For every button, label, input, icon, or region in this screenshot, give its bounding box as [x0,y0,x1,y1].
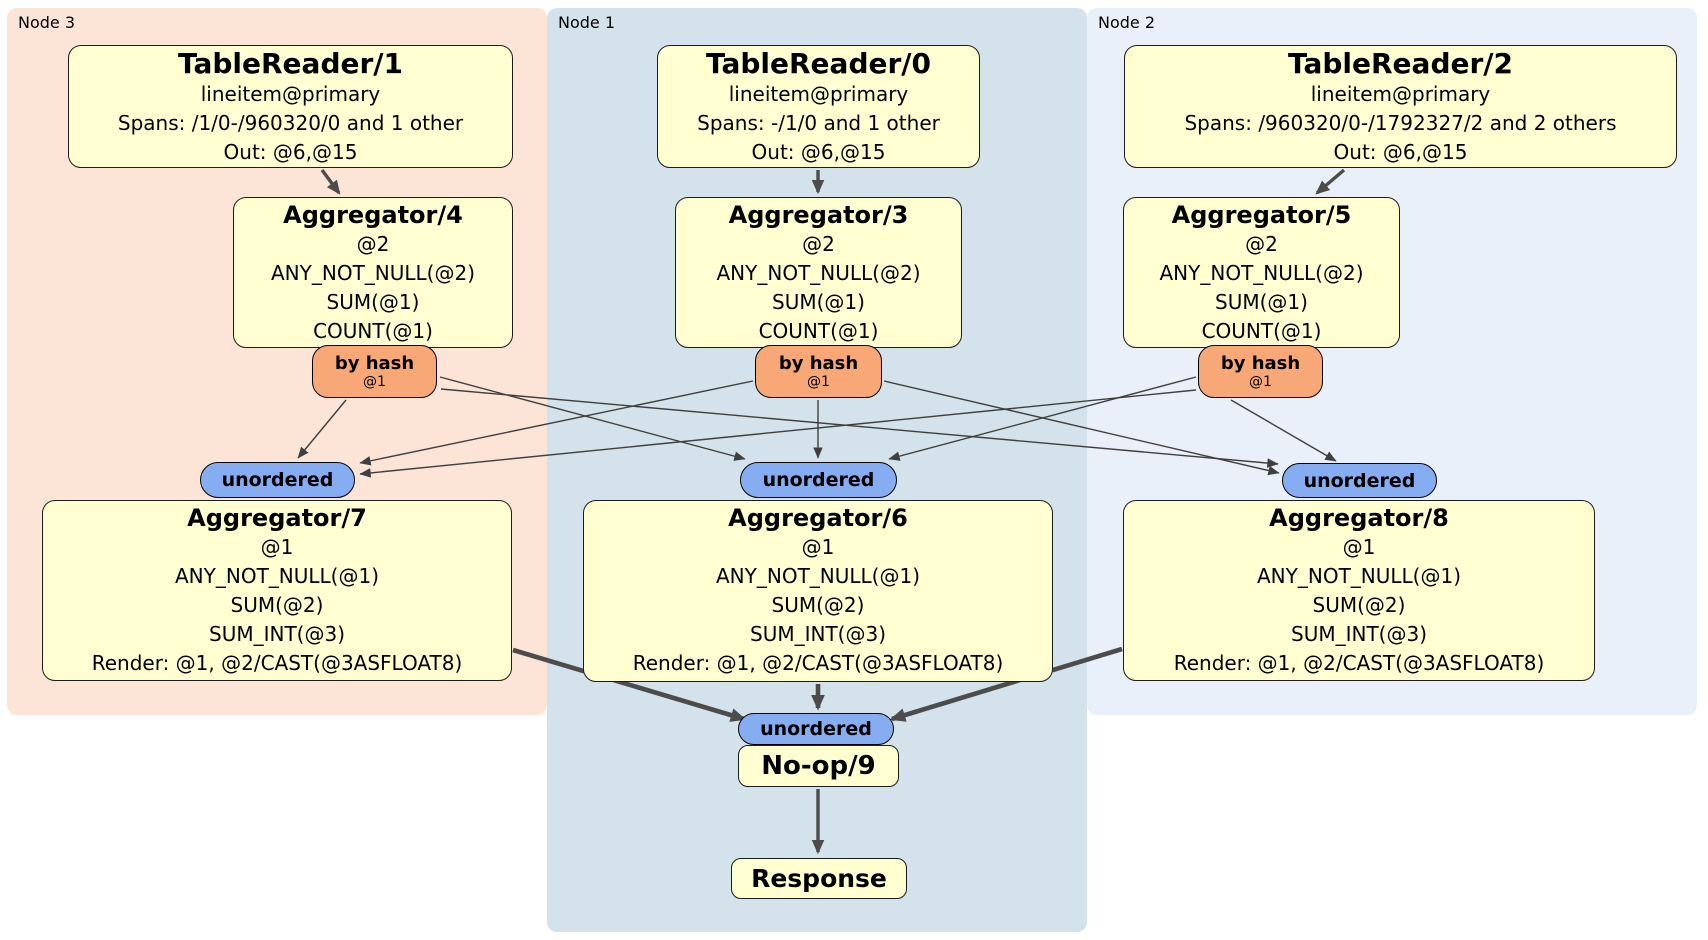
aggregator-5-group: @2 [1245,232,1278,256]
noop-title: No-op/9 [761,751,876,781]
tablereader-2-out: Out: @6,@15 [1333,140,1468,164]
tablereader-0-title: TableReader/0 [705,47,931,80]
aggregator-3-group: @2 [802,232,835,256]
aggregator-4-box: Aggregator/4 @2 ANY_NOT_NULL(@2) SUM(@1)… [233,197,513,348]
node1-region-label: Node 1 [558,13,616,32]
tablereader-1-spans: Spans: /1/0-/960320/0 and 1 other [117,111,464,135]
node3-region-label: Node 3 [18,13,76,32]
by-hash-router-node1: by hash @1 [755,345,882,398]
aggregator-5-box: Aggregator/5 @2 ANY_NOT_NULL(@2) SUM(@1)… [1123,197,1400,348]
aggregator-8-fn2: SUM(@2) [1312,593,1406,617]
tablereader-1-out: Out: @6,@15 [223,140,358,164]
aggregator-6-render: Render: @1, @2/CAST(@3ASFLOAT8) [632,651,1004,675]
unordered-sync-node3: unordered [200,462,355,498]
tablereader-1-title: TableReader/1 [177,47,403,80]
unordered-label: unordered [221,469,334,491]
aggregator-3-fn1: ANY_NOT_NULL(@2) [716,261,921,285]
by-hash-label: by hash [778,353,859,374]
aggregator-4-title: Aggregator/4 [283,201,463,229]
aggregator-4-fn1: ANY_NOT_NULL(@2) [271,261,475,285]
aggregator-8-group: @1 [1342,535,1376,559]
aggregator-6-fn2: SUM(@2) [771,593,865,617]
aggregator-8-box: Aggregator/8 @1 ANY_NOT_NULL(@1) SUM(@2)… [1123,500,1595,681]
aggregator-7-render: Render: @1, @2/CAST(@3ASFLOAT8) [91,651,463,675]
tablereader-2-title: TableReader/2 [1287,47,1513,80]
aggregator-7-title: Aggregator/7 [187,504,367,532]
by-hash-router-node3: by hash @1 [312,345,437,398]
tablereader-0-box: TableReader/0 lineitem@primary Spans: -/… [657,45,980,168]
aggregator-3-box: Aggregator/3 @2 ANY_NOT_NULL(@2) SUM(@1)… [675,197,962,348]
aggregator-7-group: @1 [260,535,294,559]
tablereader-2-spans: Spans: /960320/0-/1792327/2 and 2 others [1184,111,1617,135]
tablereader-0-out: Out: @6,@15 [751,140,886,164]
aggregator-7-fn1: ANY_NOT_NULL(@1) [175,564,379,588]
aggregator-7-box: Aggregator/7 @1 ANY_NOT_NULL(@1) SUM(@2)… [42,500,512,681]
tablereader-1-box: TableReader/1 lineitem@primary Spans: /1… [68,45,513,168]
unordered-label: unordered [760,718,872,740]
aggregator-6-title: Aggregator/6 [728,504,908,532]
aggregator-5-fn2: SUM(@1) [1215,290,1308,314]
tablereader-1-index: lineitem@primary [200,82,381,106]
aggregator-6-fn1: ANY_NOT_NULL(@1) [716,564,920,588]
by-hash-router-node2: by hash @1 [1198,345,1323,398]
aggregator-8-fn3: SUM_INT(@3) [1291,622,1427,646]
unordered-sync-final: unordered [738,713,894,745]
aggregator-6-box: Aggregator/6 @1 ANY_NOT_NULL(@1) SUM(@2)… [583,500,1053,682]
aggregator-8-render: Render: @1, @2/CAST(@3ASFLOAT8) [1173,651,1545,675]
unordered-label: unordered [1303,469,1416,492]
tablereader-2-index: lineitem@primary [1310,82,1491,106]
aggregator-7-fn2: SUM(@2) [230,593,324,617]
hash-key-label: @1 [363,374,386,390]
aggregator-5-title: Aggregator/5 [1171,201,1352,229]
aggregator-3-fn2: SUM(@1) [772,290,865,314]
tablereader-0-spans: Spans: -/1/0 and 1 other [697,111,940,135]
aggregator-5-fn3: COUNT(@1) [1201,319,1322,343]
aggregator-6-group: @1 [801,535,835,559]
aggregator-8-fn1: ANY_NOT_NULL(@1) [1257,564,1461,588]
aggregator-4-fn2: SUM(@1) [326,290,420,314]
unordered-label: unordered [762,469,875,491]
aggregator-5-fn1: ANY_NOT_NULL(@2) [1159,261,1364,285]
hash-key-label: @1 [1249,374,1272,390]
response-box: Response [731,858,907,899]
aggregator-7-fn3: SUM_INT(@3) [209,622,345,646]
aggregator-4-group: @2 [356,232,390,256]
by-hash-label: by hash [1220,353,1301,374]
aggregator-3-title: Aggregator/3 [728,201,909,229]
aggregator-6-fn3: SUM_INT(@3) [750,622,886,646]
node2-region-label: Node 2 [1098,13,1156,32]
response-title: Response [751,864,887,893]
aggregator-8-title: Aggregator/8 [1269,504,1449,532]
noop-box: No-op/9 [738,745,899,787]
unordered-sync-node2: unordered [1282,463,1437,498]
by-hash-label: by hash [334,353,415,374]
tablereader-2-box: TableReader/2 lineitem@primary Spans: /9… [1124,45,1677,168]
tablereader-0-index: lineitem@primary [728,82,909,106]
aggregator-4-fn3: COUNT(@1) [313,319,433,343]
hash-key-label: @1 [807,374,830,390]
aggregator-3-fn3: COUNT(@1) [758,319,879,343]
unordered-sync-node1: unordered [740,462,897,498]
